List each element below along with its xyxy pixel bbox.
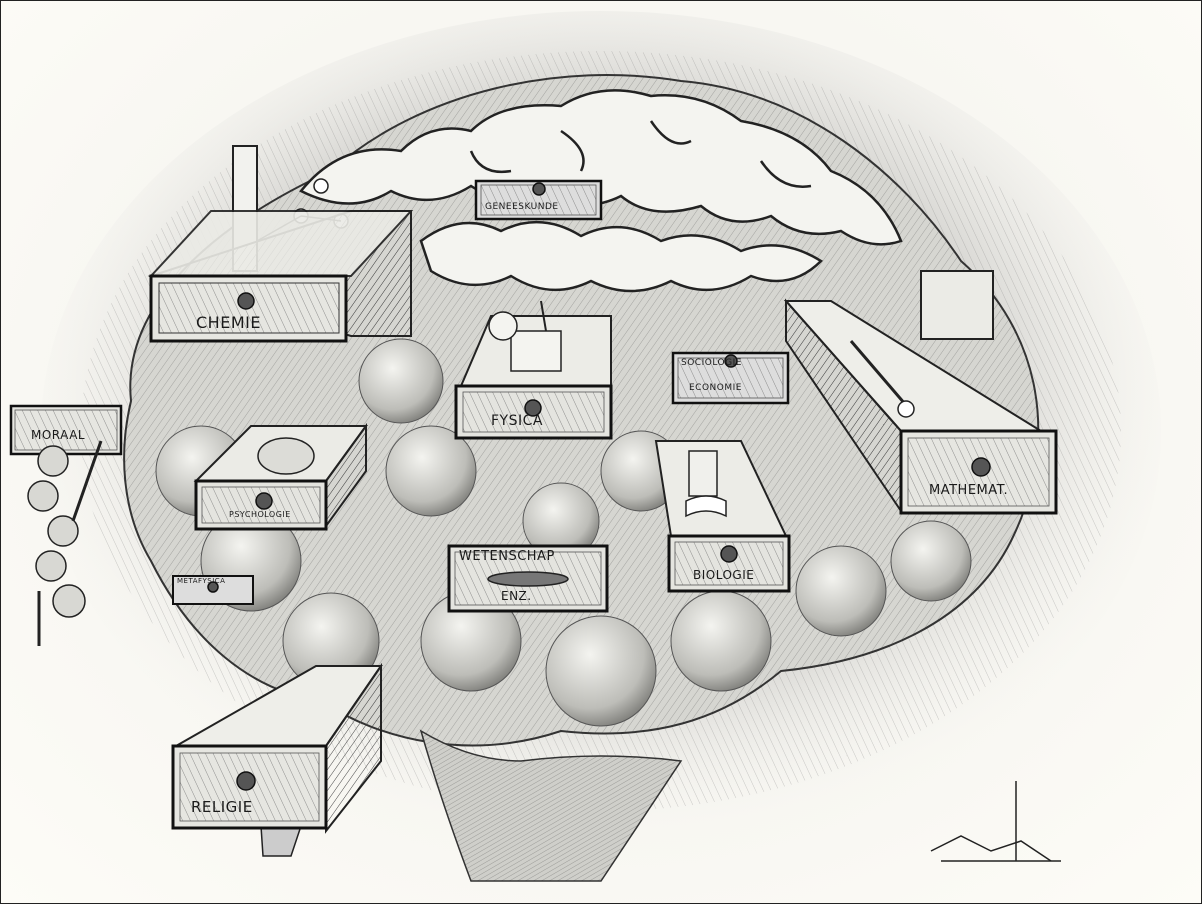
label-psychologie: PSYCHOLOGIE (229, 510, 291, 519)
wetenschap-plaque (447, 544, 609, 613)
moraal-drawer (9, 404, 123, 646)
label-religie: RELIGIE (191, 798, 253, 816)
label-sociologie: SOCIOLOGIE (681, 358, 742, 368)
label-wetenschap: WETENSCHAP (459, 549, 555, 564)
label-metafysica: METAFYSICA (177, 577, 226, 585)
artist-signature (930, 781, 1061, 862)
label-fysica: FYSICA (491, 413, 543, 429)
label-mathemat: MATHEMAT. (929, 483, 1009, 498)
label-enz: ENZ. (501, 589, 532, 603)
label-biologie: BIOLOGIE (693, 568, 755, 582)
psychologie-drawer (193, 422, 368, 531)
fysica-drawer (454, 300, 613, 440)
label-moraal: MORAAL (31, 428, 86, 442)
label-economie: ECONOMIE (689, 383, 742, 393)
label-geneeskunde: GENEESKUNDE (485, 202, 559, 212)
cortex-folds (299, 89, 903, 293)
chemie-drawer (147, 145, 414, 343)
label-chemie: CHEMIE (196, 313, 261, 332)
geneeskunde-plaque (474, 179, 603, 221)
drawer-knobs (207, 182, 991, 791)
